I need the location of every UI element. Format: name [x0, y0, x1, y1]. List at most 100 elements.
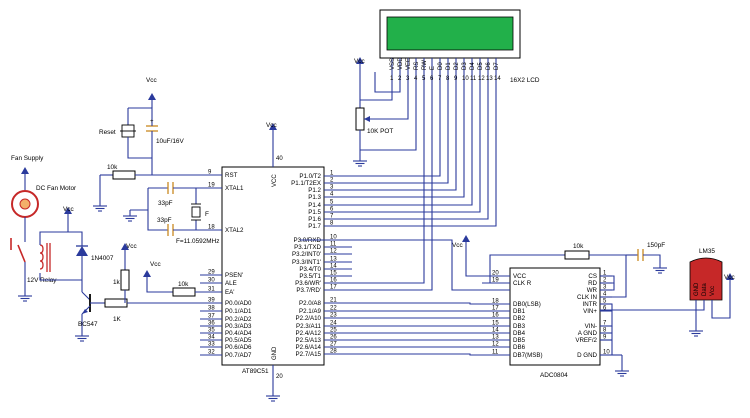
- mcu-vcc-label: VCC: [272, 174, 278, 187]
- mcu-pin-num: 34: [208, 335, 215, 341]
- adc-pin-name: DB0(LSB): [513, 301, 541, 308]
- mcu-pin-name: P2.3/A11: [296, 323, 322, 330]
- reset-circuit: Vcc Reset + 10uF/16V 10k: [92, 77, 222, 212]
- lcd-pin-num: 12: [478, 76, 485, 82]
- adc-pin-name: DB5: [513, 337, 526, 344]
- lm35-pin-data: Data: [702, 283, 708, 296]
- adc-pin-name: CS: [588, 273, 597, 280]
- mcu-pin-name: P1.2: [308, 187, 321, 194]
- mcu-pin-num: 30: [208, 278, 215, 284]
- adc-pin-num: 13: [492, 335, 499, 341]
- ea-vcc-label: Vcc: [150, 261, 161, 268]
- mcu-pin-num: 21: [330, 298, 337, 304]
- mcu-pin-name: P1.6: [308, 216, 321, 223]
- mcu-pin-name: EA': [225, 289, 234, 296]
- lcd-pin-num: 10: [462, 76, 469, 82]
- lcd-pin-name: VSS: [390, 58, 396, 70]
- lm35-pin-vcc: Vcc: [710, 286, 716, 296]
- mcu-pin-num: 17: [330, 285, 337, 291]
- cap-polarity: +: [150, 119, 154, 125]
- mcu-pin-num: 12: [330, 249, 337, 255]
- lcd-pin-num: 9: [454, 76, 458, 82]
- adc-pin-num: 8: [603, 328, 607, 334]
- adc-pin-name: CLK IN: [577, 294, 597, 301]
- mcu-pin-num: 11: [330, 242, 337, 248]
- mcu-pin-num: 2: [330, 178, 334, 184]
- transistor-label: BC547: [78, 321, 98, 328]
- mcu-pin-name: P0.1/AD1: [225, 308, 252, 315]
- mcu-pin-num: 1: [330, 171, 334, 177]
- fan-supply-label: Fan Supply: [11, 155, 44, 162]
- lcd-pin-num: 7: [438, 76, 442, 82]
- mcu-pin-name: P2.1/A9: [299, 308, 322, 315]
- lm35-vcc-label: Vcc: [724, 274, 735, 281]
- lcd-data-wire: [352, 82, 457, 191]
- adc-pin-name: DB4: [513, 330, 526, 337]
- adc-data-bus: [352, 302, 482, 356]
- mcu-pin-num: 23: [330, 313, 337, 319]
- lcd-pin-name: D3: [462, 62, 468, 70]
- adc-pin-name: DB7(MSB): [513, 352, 543, 359]
- mcu-pin-name: P3.1/TXD: [294, 244, 321, 251]
- lcd-pin-name: D6: [486, 62, 492, 70]
- fan-relay-driver: Fan Supply DC Fan Motor 12V Relay Vcc 1N…: [10, 155, 222, 342]
- mcu-pin-num: 27: [330, 342, 337, 348]
- potentiometer: Vcc 10K POT: [352, 56, 417, 167]
- lcd-pin-name: D7: [494, 62, 500, 70]
- lcd-data-wire: [352, 82, 481, 213]
- lcd-pin-num: 6: [430, 76, 434, 82]
- lcd-pin-name: D2: [454, 62, 460, 70]
- mcu-pin-num: 38: [208, 306, 215, 312]
- lcd-pin-num: 5: [422, 76, 426, 82]
- adc-pin-name: A GND: [578, 330, 598, 337]
- ea-pullup: Vcc 10k: [142, 261, 222, 297]
- adc-support: Vcc 10k 150pF: [300, 234, 668, 377]
- lcd-e-wire: [352, 82, 433, 291]
- lcd-data-wire: [352, 82, 441, 177]
- adc-pin-num: 4: [603, 292, 607, 298]
- mcu-pin-name: P0.6/AD6: [225, 344, 252, 351]
- lcd-data-wire: [352, 82, 489, 220]
- diode-label: 1N4007: [91, 255, 114, 262]
- cap-x1-label: 33pF: [158, 200, 173, 207]
- lcd-pin-name: RW: [422, 60, 428, 70]
- reset-label: Reset: [99, 129, 116, 136]
- mcu-pin-name: P0.4/AD4: [225, 330, 252, 337]
- lcd-pin-num: 11: [470, 76, 477, 82]
- xtal-freq-label: F=11.0592MHz: [176, 238, 219, 245]
- mcu-pin-name: P0.0/AD0: [225, 300, 252, 307]
- mcu-pin-name: ALE: [225, 280, 237, 287]
- adc-pin-name: WR: [587, 287, 598, 294]
- mcu-pin-num: 10: [330, 235, 337, 241]
- mcu-pin-num: 7: [330, 214, 334, 220]
- mcu-pin-name: XTAL1: [225, 185, 244, 192]
- mcu-pin-num: 8: [330, 221, 334, 227]
- lcd-data-wire: [352, 82, 449, 184]
- mcu-pin-name: XTAL2: [225, 227, 244, 234]
- adc-pin-name: DB2: [513, 315, 526, 322]
- lcd-pin-num: 4: [414, 76, 418, 82]
- mcu-pin-name: P1.0/T2: [299, 173, 321, 180]
- pot-label: 10K POT: [367, 128, 393, 135]
- adc-pin-num: 3: [603, 285, 607, 291]
- r-rst-label: 10k: [107, 164, 118, 171]
- adc-pin-num: 17: [492, 306, 499, 312]
- mcu-pin-name: P2.2/A10: [296, 315, 322, 322]
- mcu-pin-name: P3.7/RD': [296, 287, 321, 294]
- mcu-pin-num: 29: [208, 270, 215, 276]
- r-base-label: 1K: [113, 316, 122, 323]
- mcu-pin-name: P2.4/A12: [296, 330, 322, 337]
- adc-pin-num: 6: [603, 306, 607, 312]
- adc-pin-name: RD: [588, 280, 597, 287]
- cap-reset-label: 10uF/16V: [156, 138, 184, 145]
- mcu-pin-num: 13: [330, 257, 337, 263]
- lcd-data-wire: [352, 82, 465, 198]
- xtal-f-label: F: [205, 211, 209, 218]
- lcd-pin-num: 2: [398, 76, 402, 82]
- adc-pin-num: 1: [603, 271, 607, 277]
- mcu-pin-name: P3.5/T1: [299, 273, 321, 280]
- lm35-pin-gnd: GND: [694, 282, 700, 296]
- adc-pin-num: 19: [492, 278, 499, 284]
- mcu-pin-name: P0.5/AD5: [225, 337, 252, 344]
